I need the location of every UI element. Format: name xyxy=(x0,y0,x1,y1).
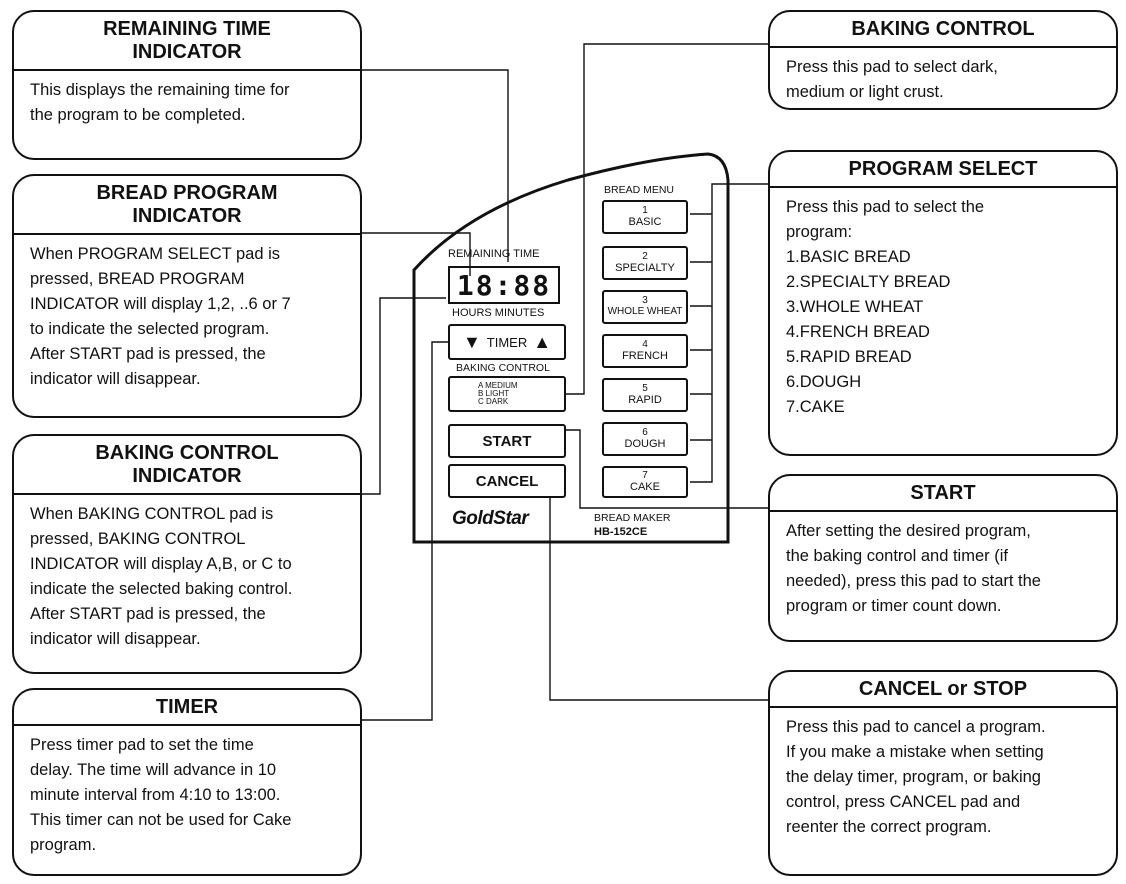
timer-button[interactable]: ▼ TIMER ▲ xyxy=(448,324,566,360)
menu-number: 7 xyxy=(642,470,648,481)
callout-body: After setting the desired program, the b… xyxy=(786,522,1041,615)
menu-button-french[interactable]: 4 FRENCH xyxy=(602,334,688,368)
menu-button-cake[interactable]: 7 CAKE xyxy=(602,466,688,498)
menu-number: 5 xyxy=(642,383,648,394)
menu-name: DOUGH xyxy=(624,438,666,450)
start-button[interactable]: START xyxy=(448,424,566,458)
baking-option-light: B LIGHT xyxy=(478,389,510,398)
cancel-button[interactable]: CANCEL xyxy=(448,464,566,498)
menu-button-rapid[interactable]: 5 RAPID xyxy=(602,378,688,412)
callout-bread-program: BREAD PROGRAM INDICATOR When PROGRAM SEL… xyxy=(12,174,362,418)
menu-name: SPECIALTY xyxy=(615,262,675,274)
callout-cancel: CANCEL or STOP Press this pad to cancel … xyxy=(768,670,1118,876)
callout-title: CANCEL or STOP xyxy=(770,672,1116,708)
callout-program-select: PROGRAM SELECT Press this pad to select … xyxy=(768,150,1118,456)
product-label: BREAD MAKER xyxy=(594,512,671,524)
panel-outline xyxy=(412,152,730,544)
control-panel: REMAINING TIME 18:88 HOURS MINUTES ▼ TIM… xyxy=(408,150,738,548)
callout-body: Press this pad to cancel a program. If y… xyxy=(786,718,1046,836)
menu-button-basic[interactable]: 1 BASIC xyxy=(602,200,688,234)
menu-button-specialty[interactable]: 2 SPECIALTY xyxy=(602,246,688,280)
callout-body: When BAKING CONTROL pad is pressed, BAKI… xyxy=(30,505,293,648)
callout-title: BAKING CONTROL xyxy=(770,12,1116,48)
callout-body: Press this pad to select dark, medium or… xyxy=(786,58,998,101)
menu-number: 6 xyxy=(642,427,648,438)
baking-control-label: BAKING CONTROL xyxy=(456,362,550,374)
callout-title: BREAD PROGRAM INDICATOR xyxy=(14,176,360,235)
hours-minutes-label: HOURS MINUTES xyxy=(452,307,545,319)
callout-body: When PROGRAM SELECT pad is pressed, BREA… xyxy=(30,245,291,388)
timer-up-icon[interactable]: ▲ xyxy=(533,331,552,352)
menu-button-whole-wheat[interactable]: 3 WHOLE WHEAT xyxy=(602,290,688,324)
callout-baking-control-indicator: BAKING CONTROL INDICATOR When BAKING CON… xyxy=(12,434,362,674)
menu-name: WHOLE WHEAT xyxy=(607,306,683,317)
time-display: 18:88 xyxy=(448,266,560,304)
callout-body: This displays the remaining time for the… xyxy=(30,81,290,124)
bread-menu-label: BREAD MENU xyxy=(604,184,675,196)
callout-title: TIMER xyxy=(14,690,360,726)
callout-title: REMAINING TIME INDICATOR xyxy=(14,12,360,71)
menu-name: FRENCH xyxy=(622,350,668,362)
remaining-time-label: REMAINING TIME xyxy=(448,248,540,260)
timer-down-icon[interactable]: ▼ xyxy=(462,331,481,352)
menu-name: RAPID xyxy=(628,394,662,406)
menu-number: 1 xyxy=(642,205,648,216)
menu-number: 3 xyxy=(642,295,648,306)
callout-title: BAKING CONTROL INDICATOR xyxy=(14,436,360,495)
time-display-digits: 18:88 xyxy=(456,268,552,302)
menu-number: 4 xyxy=(642,339,648,350)
callout-remaining-time: REMAINING TIME INDICATOR This displays t… xyxy=(12,10,362,160)
baking-option-dark: C DARK xyxy=(478,397,509,406)
callout-body: Press this pad to select the program: 1.… xyxy=(786,198,985,416)
model-label: HB-152CE xyxy=(594,526,648,538)
start-label: START xyxy=(482,432,532,450)
menu-name: BASIC xyxy=(628,216,662,228)
menu-number: 2 xyxy=(642,251,648,262)
baking-option-medium: A MEDIUM xyxy=(478,381,518,390)
callout-timer: TIMER Press timer pad to set the time de… xyxy=(12,688,362,876)
callout-body: Press timer pad to set the time delay. T… xyxy=(30,736,292,854)
callout-start: START After setting the desired program,… xyxy=(768,474,1118,642)
baking-control-button[interactable]: A MEDIUM B LIGHT C DARK xyxy=(448,376,566,412)
timer-label: TIMER xyxy=(486,334,528,350)
cancel-label: CANCEL xyxy=(475,472,539,490)
callout-baking-control: BAKING CONTROL Press this pad to select … xyxy=(768,10,1118,110)
callout-title: START xyxy=(770,476,1116,512)
callout-title: PROGRAM SELECT xyxy=(770,152,1116,188)
menu-button-dough[interactable]: 6 DOUGH xyxy=(602,422,688,456)
brand-logo: GoldStar xyxy=(452,508,529,529)
menu-name: CAKE xyxy=(630,481,660,493)
